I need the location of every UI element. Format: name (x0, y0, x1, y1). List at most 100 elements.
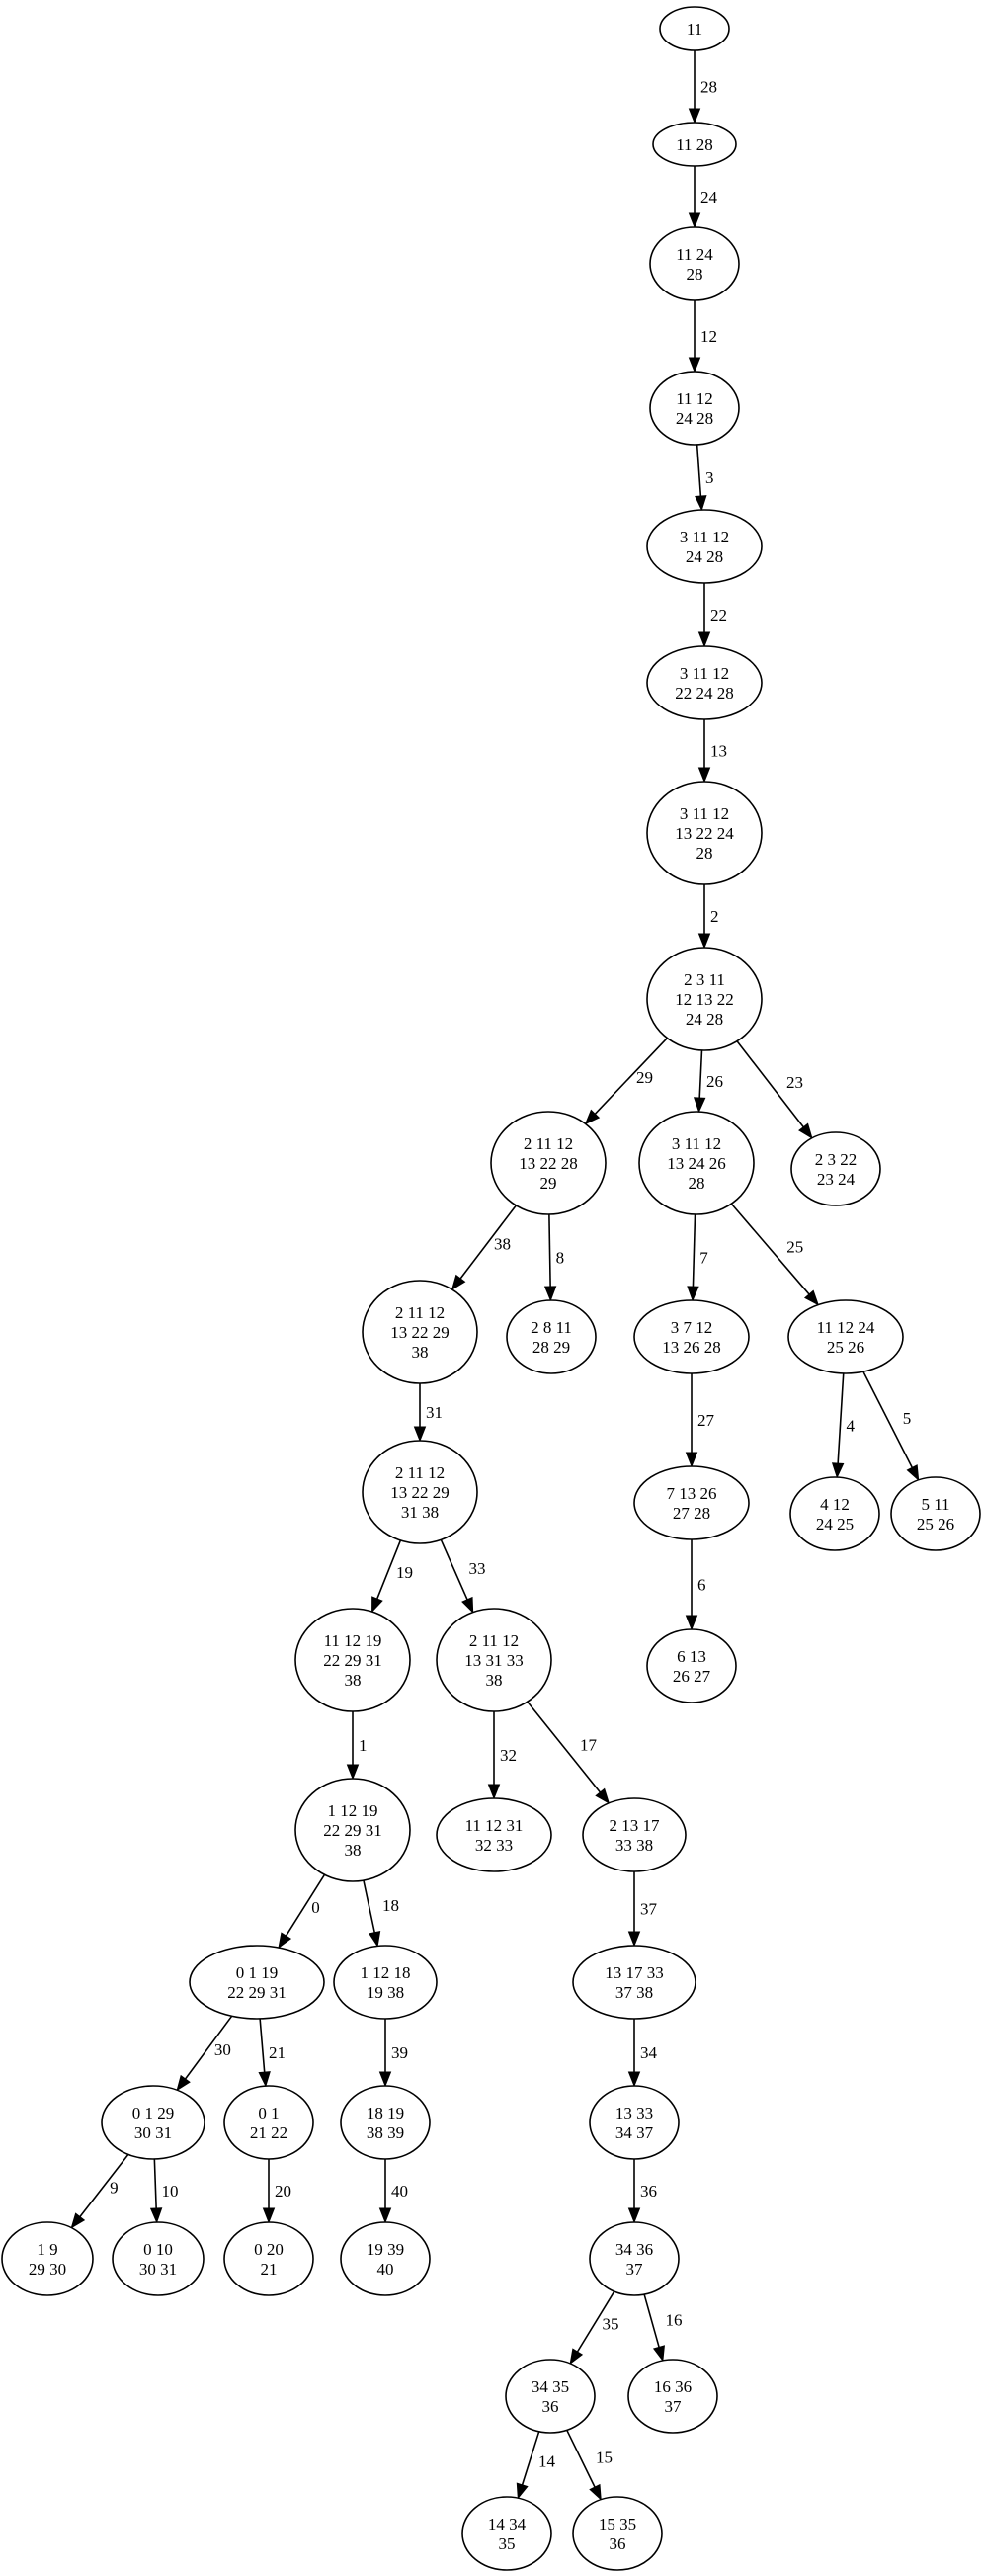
edge-n5-n6: 13 (697, 719, 727, 784)
node-label-line: 1 12 18 (361, 1963, 411, 1982)
node-label-line: 1 9 (37, 2240, 57, 2259)
edge-label: 34 (640, 2043, 658, 2062)
node-ellipse (659, 6, 730, 51)
node-ellipse (649, 371, 740, 446)
arrow-head (798, 1122, 813, 1139)
arrow-head (693, 1097, 706, 1114)
edge-line (153, 2158, 157, 2209)
arrow-head (176, 2074, 191, 2092)
node-ellipse (490, 1111, 607, 1215)
edge-n11-n15: 31 (413, 1383, 443, 1443)
node-label-line: 38 (345, 1841, 362, 1860)
node-label-line: 19 39 (367, 2240, 404, 2259)
edge-line (548, 1213, 551, 1288)
node-label-line: 29 30 (29, 2260, 66, 2279)
arrow-head (595, 1787, 611, 1804)
arrow-head (803, 1289, 820, 1306)
arrow-head (378, 2071, 392, 2088)
node-label-line: 15 35 (599, 2515, 636, 2534)
arrow-head (569, 2348, 584, 2366)
node-label-line: 13 22 29 (390, 1483, 450, 1502)
edge-label: 35 (603, 2315, 619, 2334)
arrow-head (906, 1464, 920, 1482)
node-label-line: 6 13 (677, 1647, 706, 1666)
node-label-line: 29 (540, 1174, 557, 1193)
node-ellipse (633, 1299, 750, 1374)
edge-n13-n16: 27 (685, 1373, 715, 1468)
edge-n19-n22: 1 (346, 1711, 368, 1781)
node-label-line: 24 25 (816, 1515, 854, 1534)
edge-line (376, 1539, 402, 1600)
node-ellipse (189, 1945, 325, 2020)
node-label-line: 19 38 (367, 1983, 404, 2002)
edge-label: 2 (710, 907, 719, 926)
node-label-line: 32 33 (475, 1836, 513, 1855)
node-label-line: 34 36 (615, 2240, 653, 2259)
edge-label: 27 (697, 1411, 715, 1430)
arrow-head (685, 1452, 698, 1468)
node-label-line: 3 7 12 (671, 1318, 713, 1337)
node-label-line: 3 11 12 (672, 1134, 721, 1153)
edge-label: 19 (396, 1563, 413, 1582)
node-ellipse (436, 1608, 552, 1712)
arrow-head (451, 1274, 466, 1291)
node-label-line: 31 38 (401, 1503, 439, 1522)
edge-line (698, 1049, 703, 1099)
node-ellipse (294, 1608, 411, 1712)
edge-label: 16 (666, 2311, 683, 2330)
node-label-line: 11 12 (676, 389, 713, 408)
edge-n14-n17: 4 (831, 1372, 855, 1479)
edge-line (285, 1873, 326, 1937)
edge-n8-n11: 38 (451, 1205, 517, 1291)
node-label-line: 11 (687, 20, 702, 39)
edge-label: 14 (538, 2452, 556, 2471)
edge-label: 31 (426, 1403, 443, 1422)
arrow-head (543, 1286, 557, 1302)
edge-n8-n12: 8 (543, 1213, 564, 1302)
edge-label: 10 (162, 2182, 179, 2201)
node-label-line: 36 (610, 2534, 626, 2553)
edge-label: 22 (710, 606, 727, 624)
node-ellipse (223, 2221, 314, 2296)
node-label-line: 2 11 12 (469, 1631, 519, 1650)
edge-n31-n36: 36 (627, 2159, 657, 2224)
tree-node-n32: 1 929 30 (1, 2221, 94, 2296)
node-label-line: 28 29 (532, 1338, 570, 1357)
edge-n28-n32: 9 (70, 2153, 129, 2229)
node-label-line: 3 11 12 (680, 804, 729, 823)
arrow-head (262, 2207, 276, 2224)
node-label-line: 24 28 (686, 547, 723, 566)
edge-n29-n34: 20 (262, 2159, 291, 2224)
edge-label: 24 (700, 188, 718, 207)
edge-n9-n14: 25 (730, 1203, 820, 1306)
node-ellipse (1, 2221, 94, 2296)
edge-label: 30 (214, 2040, 231, 2059)
node-label-line: 24 28 (676, 409, 713, 428)
node-label-line: 2 13 17 (610, 1816, 661, 1835)
node-label-line: 36 (542, 2397, 559, 2416)
node-label-line: 24 28 (686, 1010, 723, 1029)
node-label-line: 33 38 (615, 1836, 653, 1855)
edge-n16-n21: 6 (685, 1539, 706, 1631)
arrow-head (831, 1462, 845, 1479)
arrow-head (487, 1784, 501, 1800)
node-label-line: 37 (626, 2260, 644, 2279)
node-label-line: 37 (665, 2397, 683, 2416)
node-label-line: 2 11 12 (524, 1134, 573, 1153)
edge-line (837, 1372, 845, 1464)
node-label-line: 4 12 (820, 1495, 850, 1514)
node-label-line: 1 12 19 (328, 1801, 378, 1820)
arrow-head (413, 1426, 427, 1443)
